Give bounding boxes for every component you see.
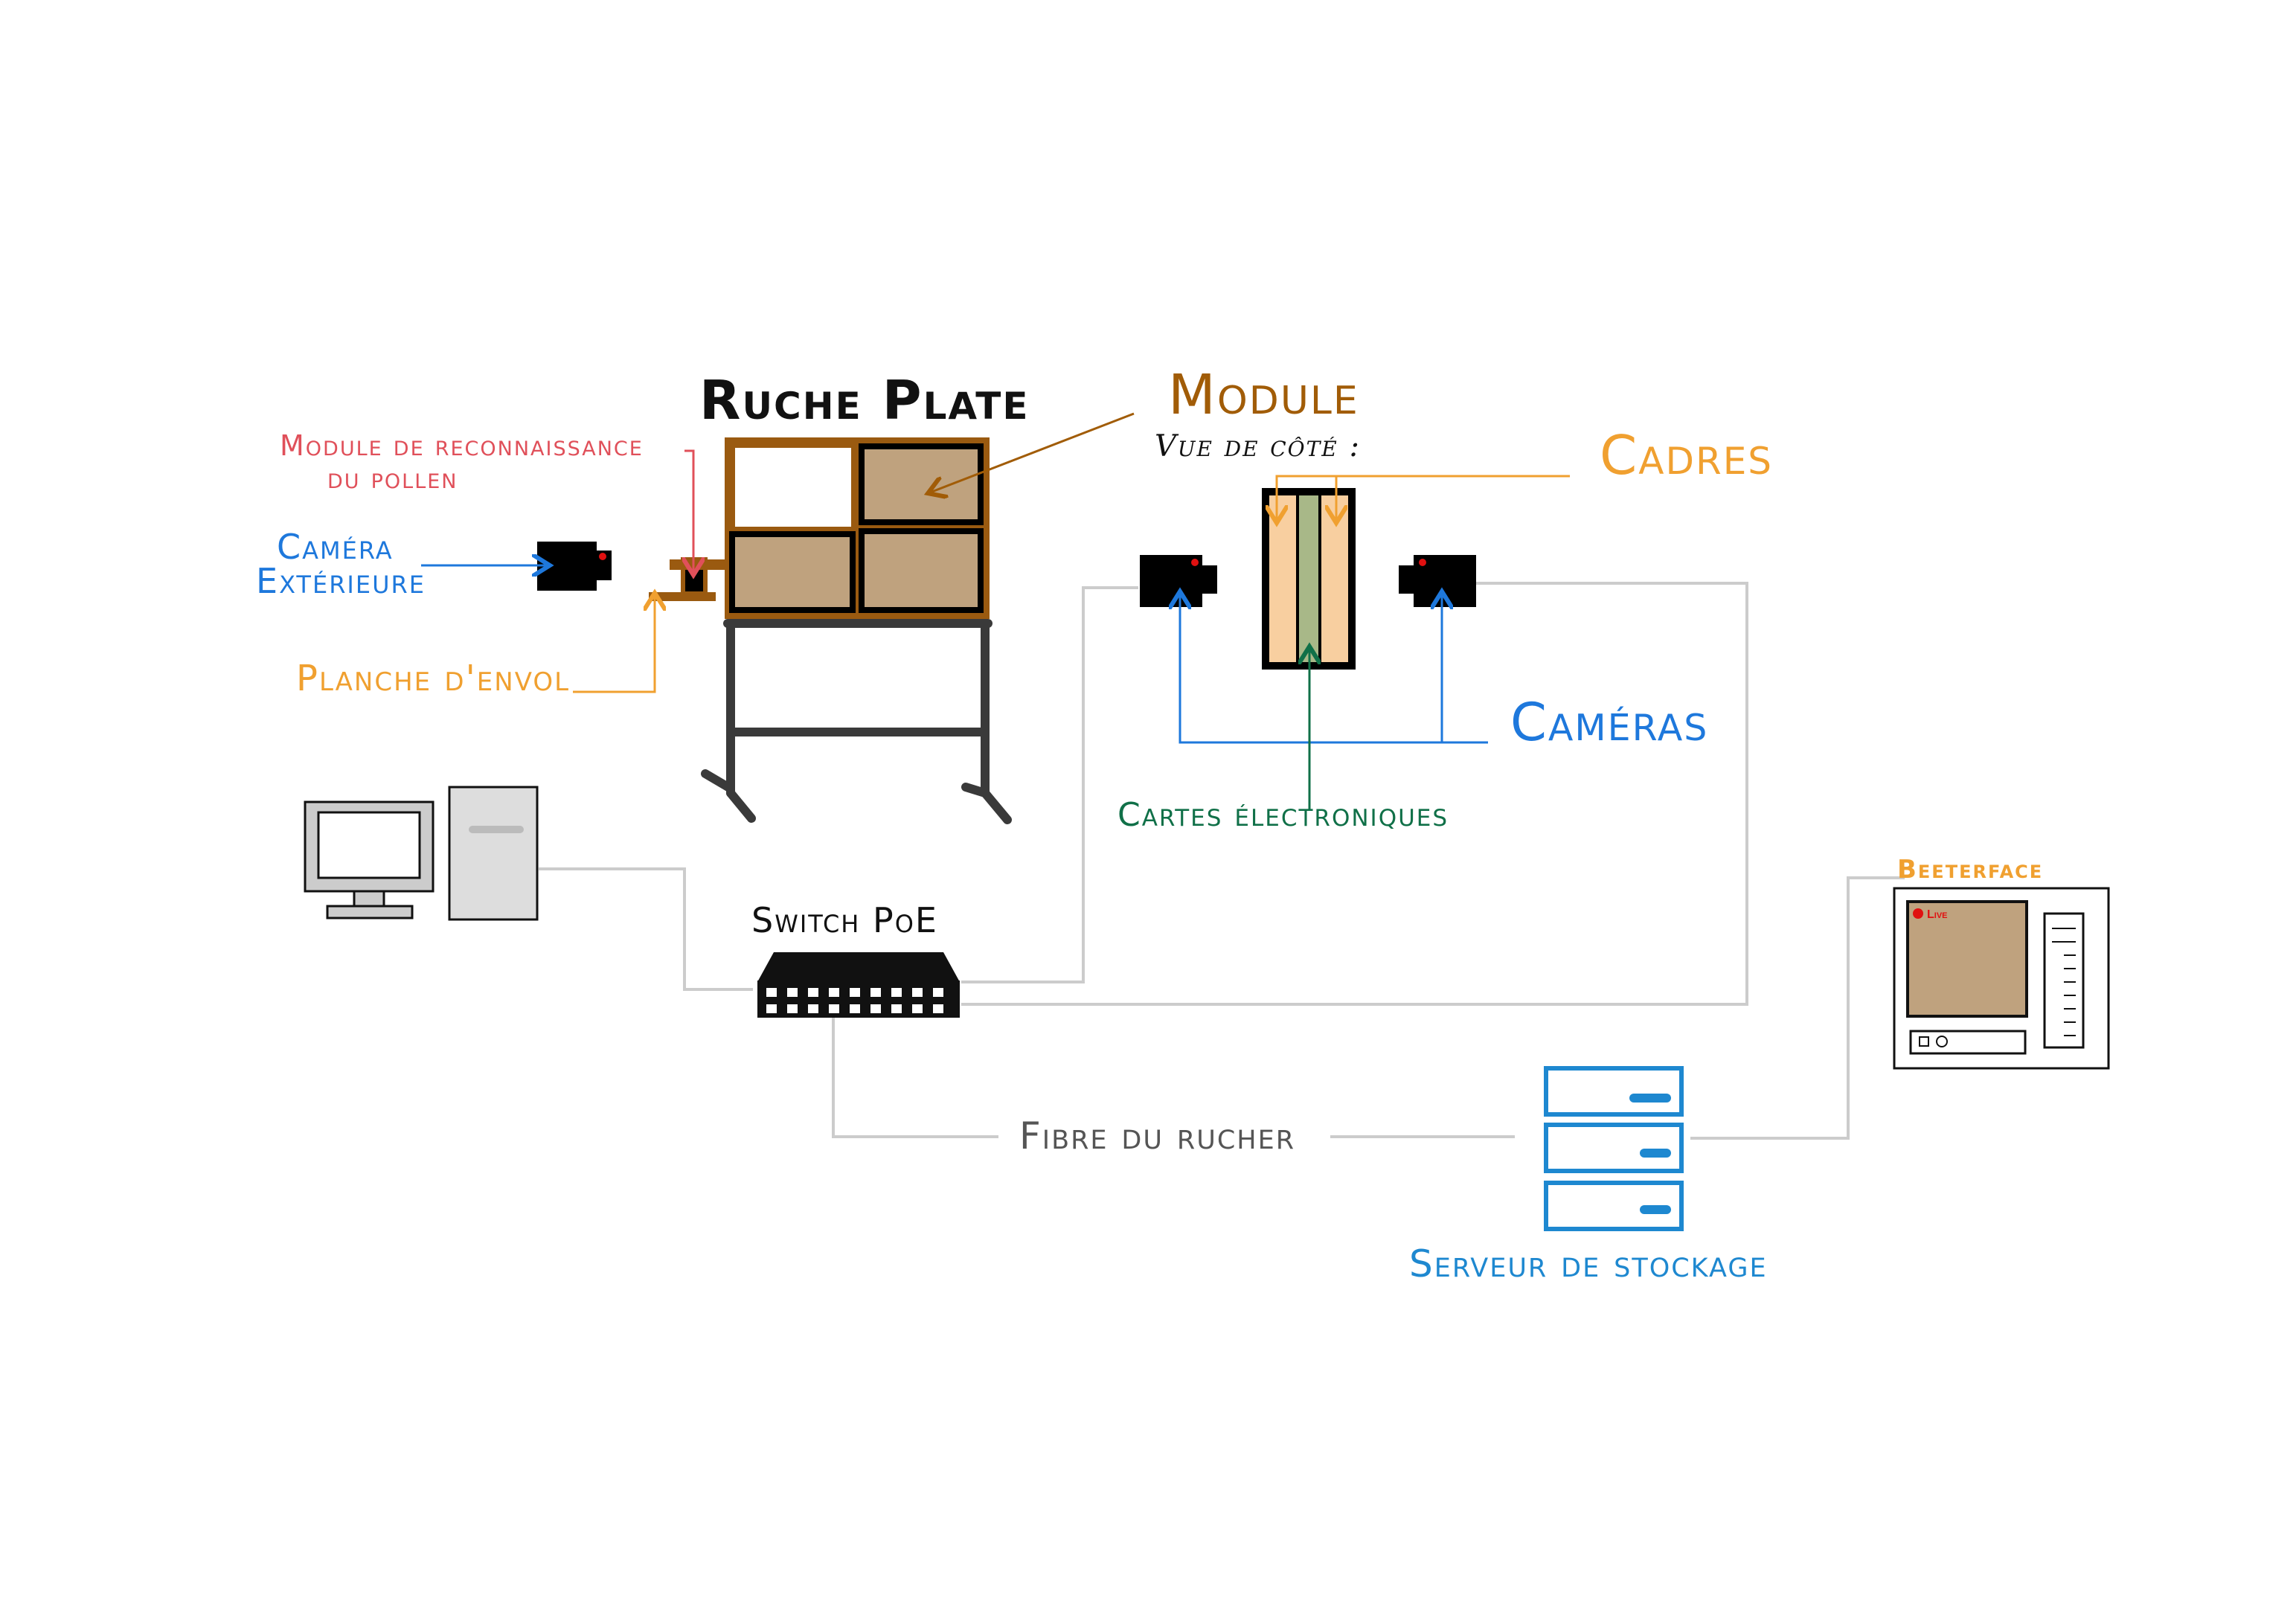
switch-port	[933, 1004, 943, 1013]
hive-cell-empty	[735, 448, 851, 527]
module-label: Module	[1168, 363, 1359, 427]
hive-cell-module-1	[859, 443, 984, 525]
desktop-computer-icon	[304, 786, 539, 921]
hive-title: Ruche Plate	[699, 369, 1030, 431]
flat-hive	[649, 437, 990, 619]
switch-port	[870, 988, 881, 997]
arrow-frames	[1277, 475, 1570, 521]
outdoor-camera-label-line2: Extérieure	[256, 561, 426, 601]
left-camera-icon	[1140, 555, 1217, 607]
switch-port	[870, 1004, 881, 1013]
switch-port	[912, 1004, 923, 1013]
cable-fiber-left	[832, 1012, 998, 1138]
side-view-label: Vue de côté :	[1155, 429, 1361, 463]
switch-port	[829, 988, 839, 997]
live-badge: Live	[1927, 908, 1948, 921]
switch-port	[850, 988, 860, 997]
cable-server-interface	[1690, 876, 1905, 1140]
cameras-label: Caméras	[1510, 692, 1709, 753]
network-switch-icon	[757, 952, 960, 1018]
switch-port	[787, 1004, 798, 1013]
arrow-module	[930, 412, 1135, 492]
switch-port	[787, 988, 798, 997]
pollen-module-label-line2: du pollen	[327, 462, 458, 495]
switch-port	[808, 1004, 818, 1013]
annotation-arrows	[421, 412, 1570, 811]
electronic-boards-label: Cartes électroniques	[1117, 796, 1449, 834]
outdoor-camera-label-line1: Caméra	[277, 527, 394, 567]
landing-board	[649, 592, 716, 601]
landing-board-label: Planche d'envol	[296, 658, 571, 699]
server-rack-icon	[1544, 1066, 1684, 1231]
beeterface-label: Beeterface	[1897, 855, 2044, 885]
switch-port	[891, 1004, 902, 1013]
storage-server-label: Serveur de stockage	[1409, 1242, 1768, 1286]
beeterface-screen-icon: Live	[1893, 887, 2110, 1070]
fiber-label: Fibre du rucher	[1019, 1114, 1296, 1158]
switch-port	[766, 988, 777, 997]
hive-cell-module-2	[729, 531, 856, 613]
switch-port	[808, 988, 818, 997]
switch-port	[850, 1004, 860, 1013]
arrow-pollen-module	[684, 449, 693, 573]
right-camera-icon	[1399, 555, 1476, 607]
switch-label: Switch PoE	[751, 900, 938, 940]
cable-switch-right-camera	[961, 582, 1748, 1006]
switch-port	[933, 988, 943, 997]
switch-port	[891, 988, 902, 997]
hive-stand	[701, 619, 1012, 824]
pollen-module-label-line1: Module de reconnaissance	[280, 429, 644, 462]
switch-port	[912, 988, 923, 997]
arrow-landing-board	[573, 595, 655, 693]
outdoor-camera-icon	[537, 542, 612, 591]
switch-port	[766, 1004, 777, 1013]
frames-label: Cadres	[1600, 424, 1774, 487]
arrow-cameras-left	[1180, 594, 1488, 744]
pollen-module-connector	[670, 559, 725, 570]
network-cables	[539, 582, 1905, 1140]
cable-pc-switch	[539, 867, 753, 991]
hive-cell-module-3	[859, 528, 984, 613]
cable-switch-left-camera	[961, 586, 1138, 983]
switch-port	[829, 1004, 839, 1013]
